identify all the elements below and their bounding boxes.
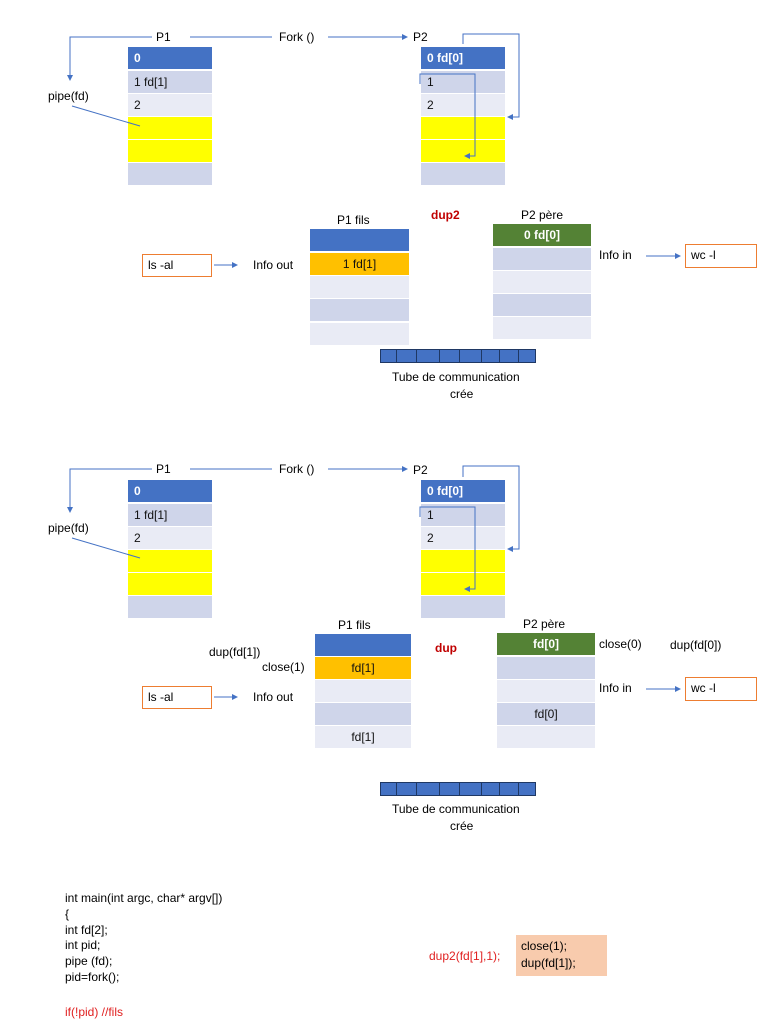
p2-label: P2: [413, 463, 428, 477]
code-line-1: int main(int argc, char* argv[]): [65, 891, 223, 905]
info-in-label: Info in: [599, 681, 632, 695]
p2-row-empty: [421, 163, 505, 185]
fils-title: P1 fils: [337, 213, 370, 227]
pere-row-1: [497, 657, 595, 679]
code-line-fils: if(!pid) //fils: [65, 1005, 124, 1019]
dup-label: dup: [435, 641, 457, 655]
dup-fd0-label: dup(fd[0]): [670, 638, 722, 652]
code-line-3: int fd[2];: [65, 923, 108, 937]
p2-label: P2: [413, 30, 428, 44]
close1-label: close(1): [262, 660, 305, 674]
dup-fd1-label: dup(fd[1]): [209, 645, 261, 659]
pipe-label: pipe(fd): [48, 521, 89, 535]
pere-row-2: [497, 680, 595, 702]
fils-row-3: [310, 299, 409, 321]
fils-title: P1 fils: [338, 618, 371, 632]
fils-row-0: [310, 229, 409, 251]
p1-row-1: 1 fd[1]: [128, 504, 212, 526]
fils-row-1: 1 fd[1]: [310, 253, 409, 275]
tube-caption-2: crée: [450, 819, 474, 833]
info-in-label: Info in: [599, 248, 632, 262]
p1-row-empty: [128, 596, 212, 618]
close0-label: close(0): [599, 637, 642, 651]
p2-row-0: 0 fd[0]: [421, 480, 505, 502]
p2-row-1: 1: [421, 71, 505, 93]
equiv-line-1: close(1);: [521, 939, 568, 953]
fils-row-2: [310, 276, 409, 298]
pere-row-4: [493, 317, 591, 339]
pere-row-2: [493, 271, 591, 293]
pere-row-3: [493, 294, 591, 316]
p1-row-1: 1 fd[1]: [128, 71, 212, 93]
p1-row-pipe-a: [128, 550, 212, 572]
code-line-6: pid=fork();: [65, 970, 120, 984]
code-line-2: {: [65, 907, 70, 921]
ls-command-box: ls -al: [142, 686, 212, 709]
p1-row-2: 2: [128, 527, 212, 549]
pere-title: P2 père: [521, 208, 564, 222]
wc-command-box: wc -l: [685, 677, 757, 701]
p2-row-pipe-b: [421, 140, 505, 162]
equivalence-box: close(1); dup(fd[1]);: [516, 935, 607, 976]
fils-row-4: fd[1]: [315, 726, 411, 748]
p2-row-1: 1: [421, 504, 505, 526]
p2-row-0: 0 fd[0]: [421, 47, 505, 69]
dup2-label: dup2: [431, 208, 460, 222]
fils-row-2: [315, 680, 411, 702]
fork-label: Fork (): [279, 462, 315, 476]
pere-row-3: fd[0]: [497, 703, 595, 725]
pere-row-1: [493, 248, 591, 270]
info-out-label: Info out: [253, 690, 294, 704]
tube-caption-1: Tube de communication: [392, 370, 520, 384]
p2-row-2: 2: [421, 94, 505, 116]
fork-label: Fork (): [279, 30, 315, 44]
code-line-5: pipe (fd);: [65, 954, 113, 968]
p1-row-0: 0: [128, 47, 212, 69]
pere-row-4: [497, 726, 595, 748]
tube-caption-2: crée: [450, 387, 474, 401]
ls-command-box: ls -al: [142, 254, 212, 277]
p2-row-pipe-a: [421, 550, 505, 572]
p1-row-2: 2: [128, 94, 212, 116]
p1-label: P1: [156, 30, 171, 44]
tube-caption-1: Tube de communication: [392, 802, 520, 816]
p2-row-pipe-b: [421, 573, 505, 595]
pere-row-0: 0 fd[0]: [493, 224, 591, 246]
pipe-tube: [380, 349, 536, 363]
p1-label: P1: [156, 462, 171, 476]
p1-row-pipe-a: [128, 117, 212, 139]
pere-title: P2 père: [523, 617, 566, 631]
fils-row-1: fd[1]: [315, 657, 411, 679]
p1-row-pipe-b: [128, 573, 212, 595]
dup2-call: dup2(fd[1],1);: [429, 949, 501, 963]
p1-row-empty: [128, 163, 212, 185]
p2-row-empty: [421, 596, 505, 618]
fils-row-4: [310, 323, 409, 345]
p1-row-pipe-b: [128, 140, 212, 162]
wc-command-box: wc -l: [685, 244, 757, 268]
fils-row-0: [315, 634, 411, 656]
pere-row-0: fd[0]: [497, 633, 595, 655]
p2-row-2: 2: [421, 527, 505, 549]
p2-row-pipe-a: [421, 117, 505, 139]
p1-row-0: 0: [128, 480, 212, 502]
info-out-label: Info out: [253, 258, 294, 272]
code-line-4: int pid;: [65, 938, 101, 952]
fils-row-3: [315, 703, 411, 725]
equiv-line-2: dup(fd[1]);: [521, 956, 576, 970]
pipe-tube: [380, 782, 536, 796]
pipe-label: pipe(fd): [48, 89, 89, 103]
